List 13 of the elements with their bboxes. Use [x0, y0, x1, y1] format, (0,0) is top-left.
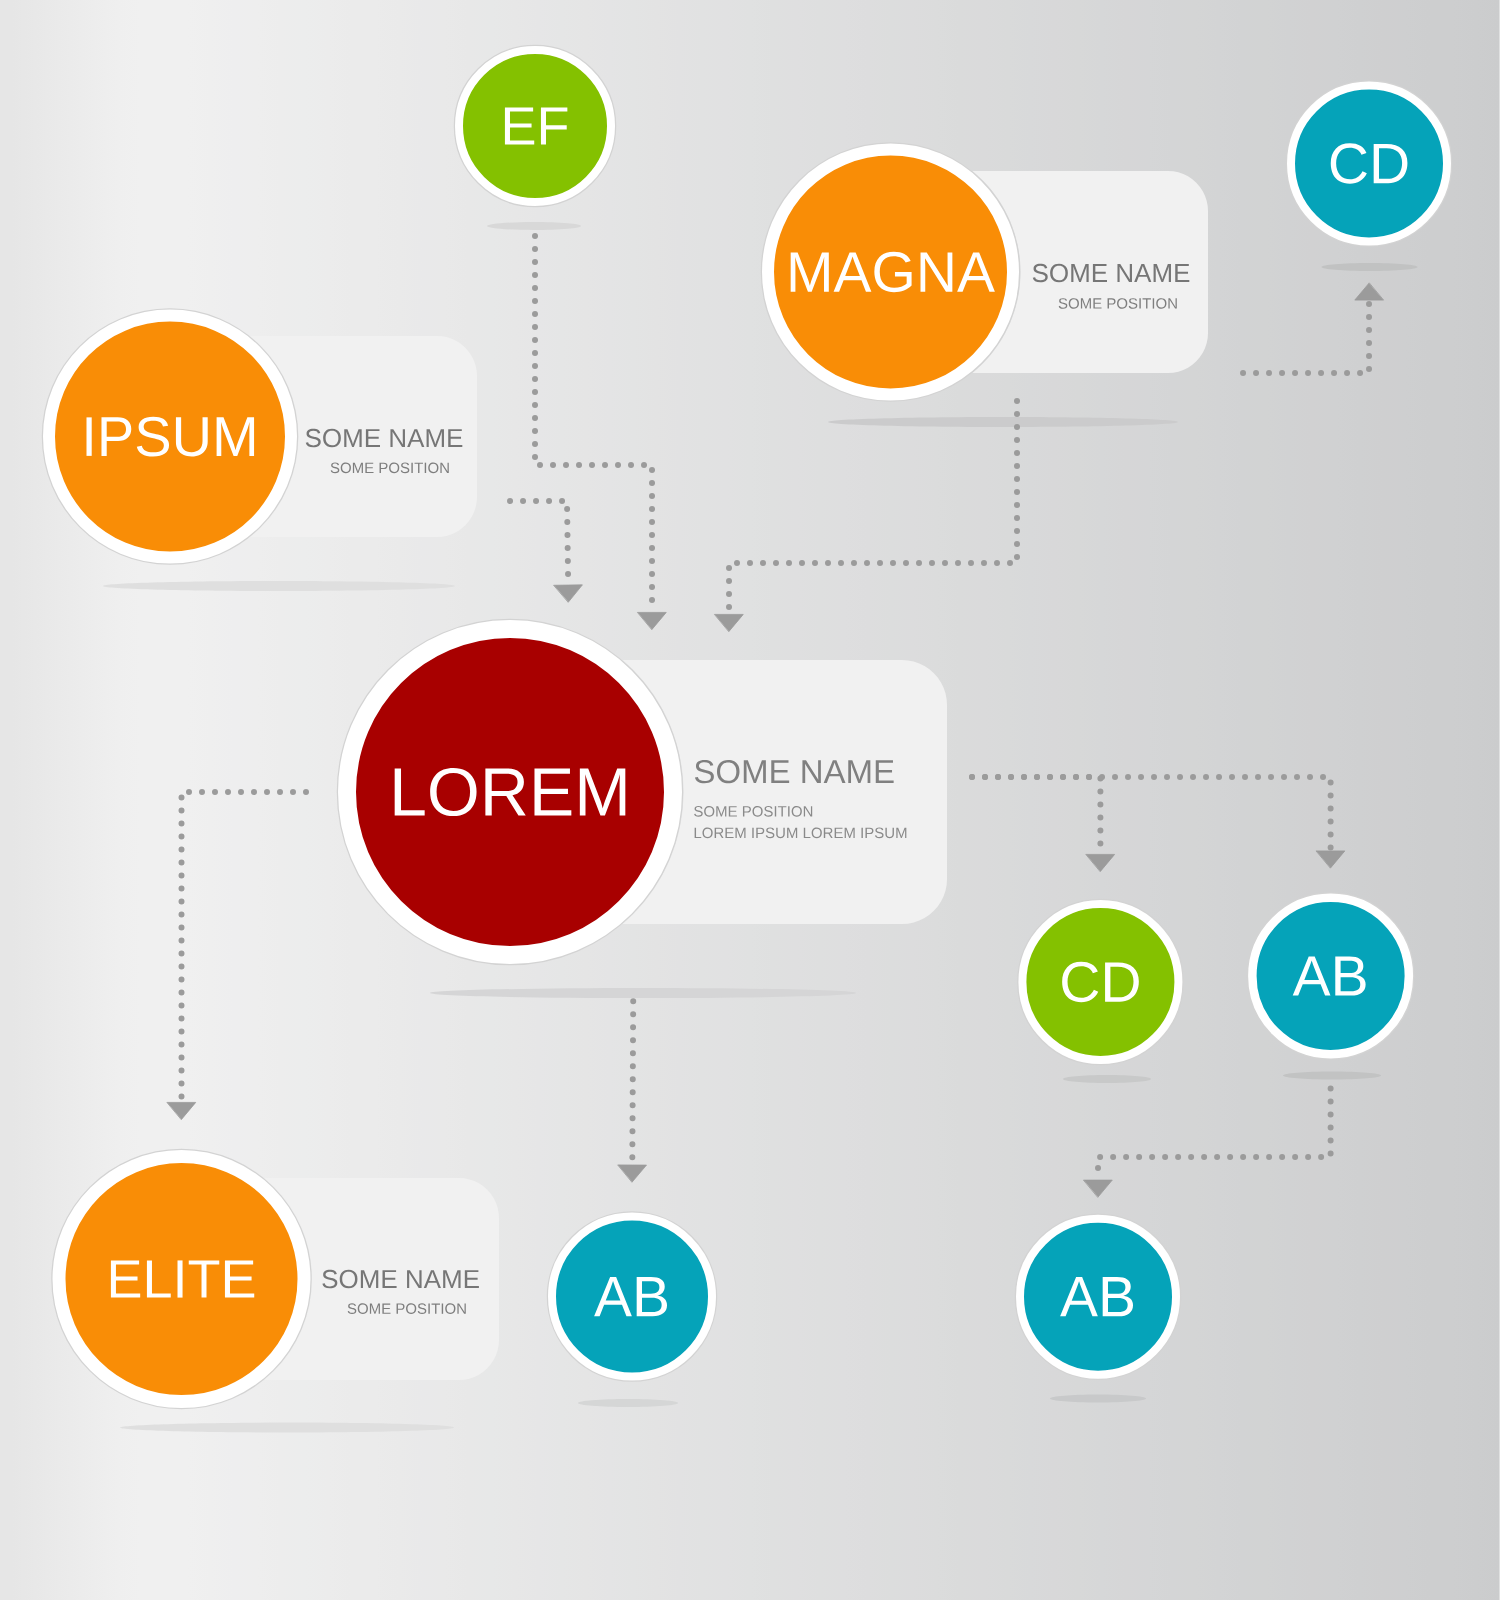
node-label: SOME POSITION — [347, 1303, 466, 1314]
arrow — [617, 998, 647, 1183]
arrow — [507, 498, 583, 603]
arrow — [1083, 1085, 1334, 1198]
arrow — [1240, 282, 1384, 376]
arrow — [714, 398, 1020, 632]
arrow — [532, 233, 667, 630]
name-card: SOME NAME SOME POSITION — [264, 1178, 499, 1380]
arrow — [166, 789, 309, 1120]
arrow — [969, 774, 1346, 869]
node-label: SOME NAME — [322, 1269, 479, 1289]
node-label: SOME POSITION — [330, 462, 449, 474]
node-label: SOME NAME — [305, 428, 463, 448]
